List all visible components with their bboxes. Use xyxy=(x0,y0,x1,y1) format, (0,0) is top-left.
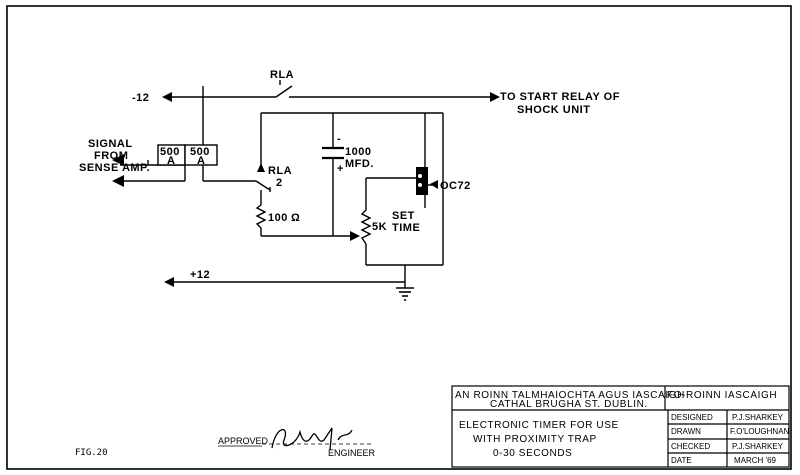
pot-wiper-arrow xyxy=(350,231,360,241)
coil2-value: 500 xyxy=(190,146,210,158)
rla2-number: 2 xyxy=(276,177,283,189)
coil-box-2 xyxy=(184,144,218,166)
coil1-sub: A xyxy=(167,155,175,167)
set-time-line2: TIME xyxy=(392,222,420,234)
start-relay-line1: TO START RELAY OF xyxy=(500,91,620,103)
checked-value: P.J.SHARKEY xyxy=(732,442,784,451)
division-label: FO-ROINN IASCAIGH xyxy=(667,390,777,401)
designed-label: DESIGNED xyxy=(671,413,713,422)
signature-image xyxy=(271,427,353,451)
ground-icon xyxy=(396,287,414,301)
resistor-label: 100 xyxy=(268,212,288,224)
date-label: DATE xyxy=(671,456,692,465)
resistor-unit: Ω xyxy=(291,212,300,224)
transistor-label: OC72 xyxy=(440,180,471,192)
pos-supply-arrow xyxy=(164,277,174,287)
org-line2: CATHAL BRUGHA ST. DUBLIN. xyxy=(490,399,648,410)
cap-unit: MFD. xyxy=(345,158,374,170)
signal-label-line3: SENSE AMP. xyxy=(79,162,150,174)
drawn-value: F.O'LOUGHNAN xyxy=(730,427,790,436)
date-value: MARCH '69 xyxy=(734,456,777,465)
title-block xyxy=(451,385,790,468)
cap-plus: + xyxy=(337,163,344,175)
neg-supply-label: -12 xyxy=(132,92,149,104)
title-line1: ELECTRONIC TIMER FOR USE xyxy=(459,420,619,431)
rla-top-label: RLA xyxy=(270,69,294,81)
designed-value: P.J.SHARKEY xyxy=(732,413,784,422)
neg-supply-arrow xyxy=(162,92,172,102)
cap-minus: - xyxy=(337,133,341,145)
sheet-border xyxy=(6,5,792,470)
transistor-oc72 xyxy=(416,167,437,195)
fig-label: FIG.20 xyxy=(75,448,108,458)
start-relay-line2: SHOCK UNIT xyxy=(517,104,590,116)
potentiometer-5k xyxy=(360,209,372,245)
circuit-wiring xyxy=(120,80,492,288)
set-time-line1: SET xyxy=(392,210,415,222)
drawn-label: DRAWN xyxy=(671,427,701,436)
signal-arrow-top xyxy=(112,154,124,166)
rla2-label: RLA xyxy=(268,165,292,177)
title-line3: 0-30 SECONDS xyxy=(493,448,572,459)
signal-arrow-bottom xyxy=(112,175,124,187)
pot-label: 5K xyxy=(372,221,387,233)
pos-supply-label: +12 xyxy=(190,269,210,281)
resistor-100 xyxy=(255,204,267,229)
coil1-value: 500 xyxy=(160,146,180,158)
capacitor xyxy=(322,146,344,160)
engineer-label: ENGINEER xyxy=(328,448,376,458)
coil2-sub: A xyxy=(197,155,205,167)
start-relay-arrow xyxy=(490,92,500,102)
signal-label-line1: SIGNAL xyxy=(88,138,133,150)
cap-value: 1000 xyxy=(345,146,371,158)
org-line1: AN ROINN TALMHAIOCHTA AGUS IASCAIGH xyxy=(455,390,685,401)
checked-label: CHECKED xyxy=(671,442,710,451)
approved-label: APPROVED xyxy=(218,436,269,446)
rla2-arrow xyxy=(257,163,265,172)
signal-label-line2: FROM xyxy=(94,150,128,162)
relay-coils xyxy=(157,144,218,166)
title-line2: WITH PROXIMITY TRAP xyxy=(473,434,597,445)
